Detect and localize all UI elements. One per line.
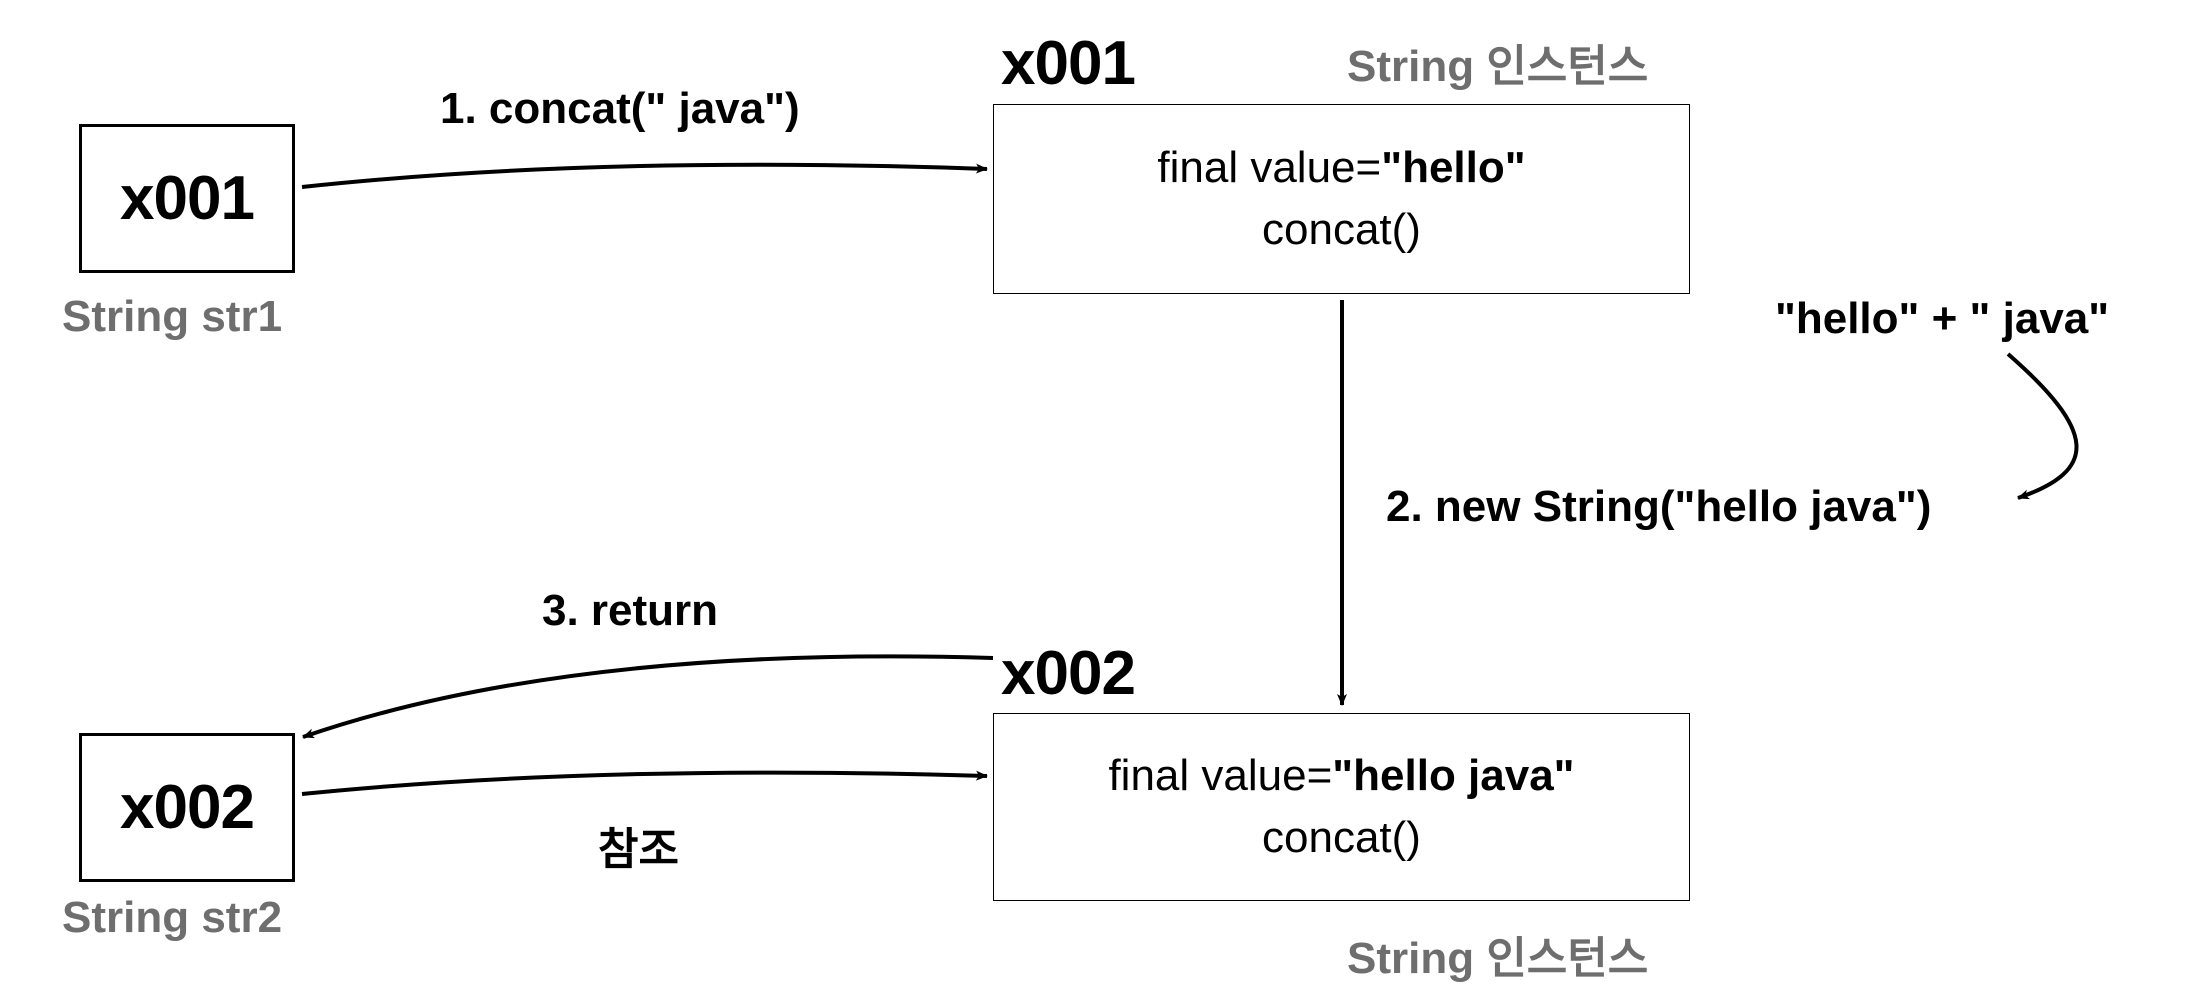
step3-label: 3. return: [542, 586, 719, 635]
instance2-value: "hello java": [1332, 751, 1575, 800]
arrow-concat-expression: [2006, 352, 2079, 500]
step1-label: 1. concat(" java"): [440, 84, 800, 133]
instance2-value-line: final value="hello java": [1108, 745, 1574, 807]
instance2-method: concat(): [1262, 813, 1421, 862]
arrow-reference: [301, 770, 988, 796]
instance1-box: final value="hello" concat(): [993, 104, 1690, 294]
reference-label: 참조: [598, 825, 679, 874]
instance2-type-label: String 인스턴스: [1347, 934, 1649, 983]
str2-reference-box: x002: [79, 733, 295, 882]
instance1-type-label: String 인스턴스: [1347, 42, 1649, 91]
str1-address: x001: [120, 164, 255, 233]
str2-address: x002: [120, 773, 255, 842]
arrow-return: [302, 654, 994, 739]
instance2-box: final value="hello java" concat(): [993, 713, 1690, 901]
arrow-concat-call: [301, 162, 988, 189]
instance1-address: x001: [1001, 29, 1136, 98]
instance1-method: concat(): [1262, 205, 1421, 254]
str1-reference-box: x001: [79, 124, 295, 273]
instance1-value-prefix: final value=: [1157, 143, 1382, 192]
str1-variable-label: String str1: [62, 292, 283, 341]
str2-variable-label: String str2: [62, 893, 283, 942]
concat-expression-label: "hello" + " java": [1775, 294, 2110, 343]
instance2-value-prefix: final value=: [1108, 751, 1333, 800]
instance1-value: "hello": [1381, 143, 1526, 192]
instance2-address: x002: [1001, 639, 1136, 708]
instance1-value-line: final value="hello": [1157, 137, 1525, 199]
step2-label: 2. new String("hello java"): [1386, 482, 1932, 531]
